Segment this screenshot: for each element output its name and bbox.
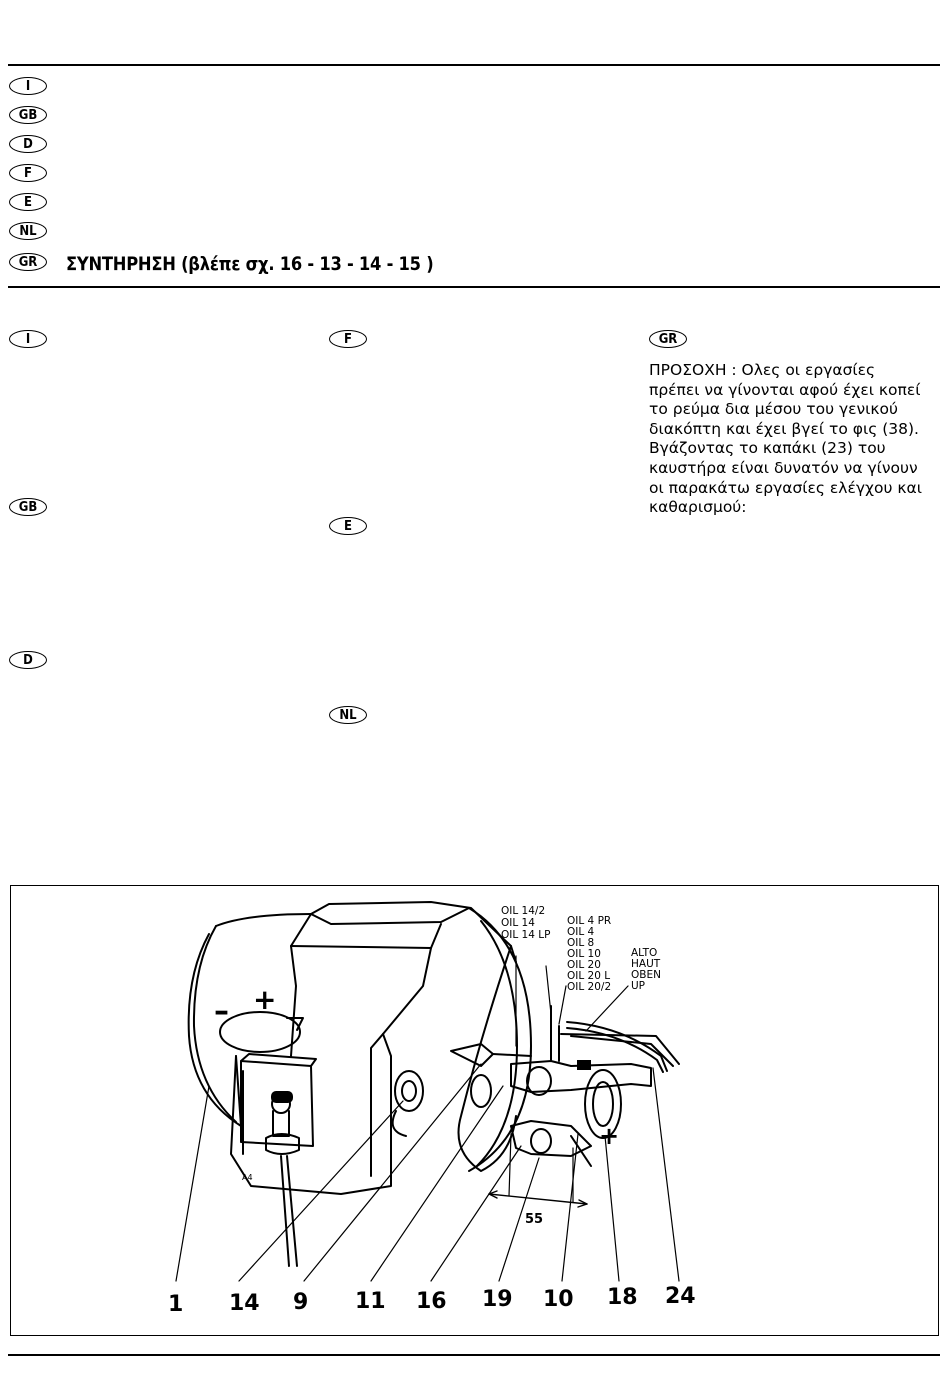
adjust-plate — [240, 1060, 314, 1147]
plus-sign-right: + — [599, 1122, 619, 1150]
label-oil-14-2: OIL 14/2 — [501, 905, 545, 917]
col-badge-nl: NL — [329, 706, 367, 724]
col-badge-d: D — [9, 651, 47, 669]
gr-line: το ρεύμα δια μέσου του γενικού — [649, 400, 898, 419]
label-oil-10: OIL 10 — [567, 948, 601, 960]
label-oil-14-lp: OIL 14 LP — [501, 929, 550, 941]
lang-badge-d: D — [9, 135, 47, 153]
flange — [468, 907, 532, 1172]
callout-24: 24 — [665, 1284, 696, 1309]
dimension-line — [488, 1193, 588, 1205]
col-badge-gb: GB — [9, 498, 47, 516]
section-rule — [8, 286, 940, 288]
gr-line: ΠΡΟΣΟΧΗ : Ολες οι εργασίες — [649, 361, 876, 379]
label-oil-20-2: OIL 20/2 — [567, 981, 611, 993]
label-oil-20-l: OIL 20 L — [567, 970, 610, 982]
label-oil-4-pr: OIL 4 PR — [567, 915, 611, 927]
label-oil-14: OIL 14 — [501, 917, 535, 929]
lang-badge-i: I — [9, 77, 47, 95]
nozzle-assembly — [450, 1043, 494, 1067]
label-oil-4: OIL 4 — [567, 926, 595, 938]
callout-19: 19 — [482, 1287, 513, 1312]
lang-badge-f: F — [9, 164, 47, 182]
motor-housing — [187, 913, 312, 1127]
label-alto: ALTO — [631, 947, 657, 959]
col-badge-i: I — [9, 330, 47, 348]
burner-body — [310, 901, 517, 963]
lang-badge-e: E — [9, 193, 47, 211]
label-up: UP — [631, 980, 645, 992]
label-oil-20: OIL 20 — [567, 959, 601, 971]
lang-badge-nl: NL — [9, 222, 47, 240]
model-labels-group: OIL 14/2 OIL 14 OIL 14 LP OIL 4 PR OIL 4… — [501, 905, 661, 993]
bottom-rule — [8, 1354, 940, 1356]
callout-10: 10 — [543, 1287, 574, 1312]
col-badge-gr: GR — [649, 330, 687, 348]
top-rule — [8, 64, 940, 66]
lang-badge-gb: GB — [9, 106, 47, 124]
plate-text: A4 — [242, 1173, 253, 1182]
gr-line: διακόπτη και έχει βγεί το φις (38). — [649, 419, 919, 438]
minus-sign: – — [214, 994, 229, 1029]
callout-9: 9 — [293, 1290, 308, 1315]
label-haut: HAUT — [631, 958, 661, 970]
callout-1: 1 — [168, 1292, 183, 1317]
figure-frame: OIL 14/2 OIL 14 OIL 14 LP OIL 4 PR OIL 4… — [10, 885, 939, 1336]
dimension-55: 55 — [525, 1212, 543, 1227]
section-title-gr: ΣΥΝΤΗΡΗΣΗ (βλέπε σχ. 16 - 13 - 14 - 15 ) — [66, 253, 434, 275]
callout-11: 11 — [355, 1289, 386, 1314]
callout-14: 14 — [229, 1291, 260, 1316]
col-badge-f: F — [329, 330, 367, 348]
gr-line: οι παρακάτω εργασίες ελέγχου και — [649, 478, 922, 497]
plus-sign: + — [253, 983, 276, 1016]
label-oil-8: OIL 8 — [567, 937, 594, 949]
gr-line: πρέπει να γίνονται αφού έχει κοπεί — [649, 380, 921, 399]
gr-line: καυστήρα είναι δυνατόν να γίνουν — [649, 458, 918, 477]
col-badge-e: E — [329, 517, 367, 535]
gr-paragraph: ΠΡΟΣΟΧΗ : Ολες οι εργασίες πρέπει να γίν… — [649, 361, 949, 518]
callout-16: 16 — [416, 1289, 447, 1314]
burner-illustration: OIL 14/2 OIL 14 OIL 14 LP OIL 4 PR OIL 4… — [168, 901, 696, 1317]
label-oben: OBEN — [631, 969, 661, 981]
callout-18: 18 — [607, 1285, 638, 1310]
callout-numbers: 1 14 9 11 16 19 10 18 24 — [168, 1284, 696, 1317]
gr-line: Βγάζοντας το καπάκι (23) του — [649, 439, 886, 458]
gr-line: καθαρισμού: — [649, 498, 747, 517]
lang-badge-gr: GR — [9, 253, 47, 271]
